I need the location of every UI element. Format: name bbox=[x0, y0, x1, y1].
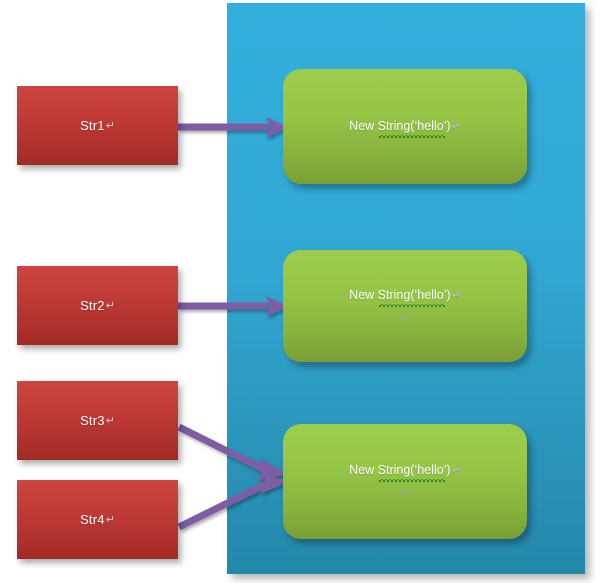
string-object-box-2[interactable]: New String(‘hello’)↵ ↵ bbox=[283, 250, 527, 362]
spellcheck-underline-icon bbox=[379, 135, 446, 138]
string-object-text-3: New String(‘hello’)↵ bbox=[349, 460, 461, 482]
paragraph-mark-icon: ↵ bbox=[105, 300, 115, 312]
variable-label-str1: Str1 bbox=[80, 118, 105, 133]
variable-box-str4[interactable]: Str4↵ bbox=[17, 480, 178, 559]
spellcheck-underline-icon bbox=[379, 303, 446, 307]
variable-label-str4: Str4 bbox=[80, 512, 105, 527]
spellcheck-underline-icon bbox=[379, 479, 446, 482]
string-object-label-1: New String(‘hello’) bbox=[349, 119, 451, 133]
string-object-text-3-line2: ↵ bbox=[400, 487, 410, 499]
string-object-box-3[interactable]: New String(‘hello’)↵ ↵ bbox=[283, 424, 527, 539]
variable-box-str2[interactable]: Str2↵ bbox=[17, 266, 178, 345]
variable-label-str3: Str3 bbox=[80, 413, 105, 428]
string-object-label-3: New String(‘hello’) bbox=[349, 463, 451, 477]
string-object-text-1: New String(‘hello’)↵ bbox=[349, 116, 461, 138]
paragraph-mark-icon: ↵ bbox=[105, 415, 115, 427]
string-object-label-2: New String(‘hello’) bbox=[349, 287, 451, 302]
string-object-text-2-line2: ↵ bbox=[400, 311, 410, 324]
paragraph-mark-icon: ↵ bbox=[105, 514, 115, 526]
paragraph-mark-icon: ↵ bbox=[451, 465, 461, 477]
variable-label-str2: Str2 bbox=[80, 298, 105, 313]
string-object-box-1[interactable]: New String(‘hello’)↵ bbox=[283, 69, 527, 184]
paragraph-mark-icon: ↵ bbox=[451, 289, 461, 302]
paragraph-mark-icon: ↵ bbox=[451, 121, 461, 133]
string-object-text-2: New String(‘hello’)↵ bbox=[349, 285, 461, 307]
variable-box-str3[interactable]: Str3↵ bbox=[17, 381, 178, 460]
paragraph-mark-icon: ↵ bbox=[105, 120, 115, 132]
variable-box-str1[interactable]: Str1↵ bbox=[17, 86, 178, 165]
